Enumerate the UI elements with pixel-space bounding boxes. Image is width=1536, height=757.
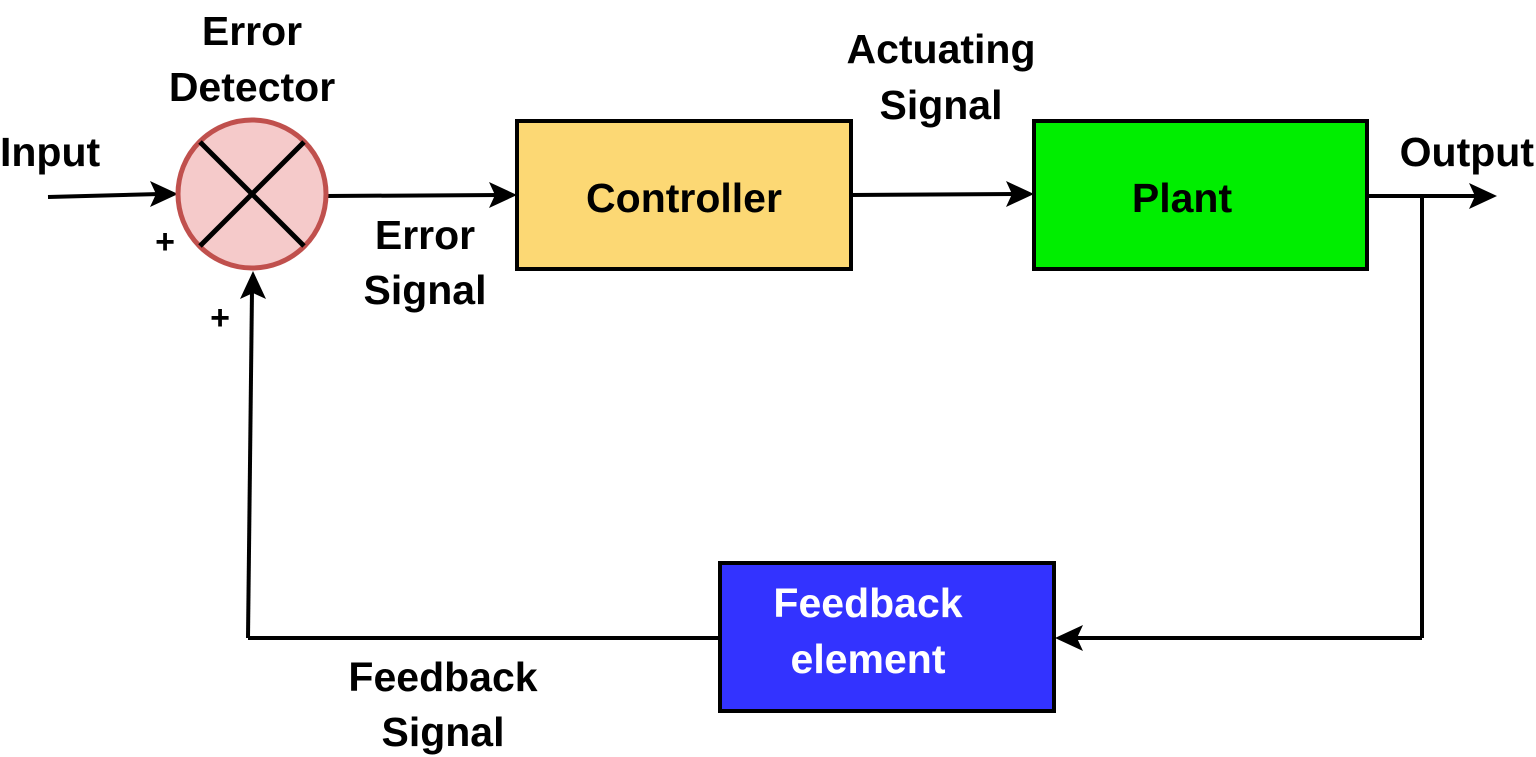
actuating-signal-label-line2: Signal	[879, 82, 1002, 128]
input-arrowhead	[150, 181, 178, 207]
feedback-return-line	[246, 289, 254, 639]
error-signal-arrowhead	[489, 182, 517, 208]
input-line	[47, 192, 161, 199]
error-detector-label-line1: Error	[202, 8, 302, 54]
error-signal-label-line1: Error	[375, 212, 475, 258]
error-signal-label-line2: Signal	[363, 267, 486, 313]
plant-label: Plant	[1132, 175, 1233, 221]
summing-cross-line-2	[198, 140, 306, 248]
plant-block[interactable]	[1032, 119, 1369, 271]
output-label: Output	[1400, 129, 1535, 175]
error-detector-label-line2: Detector	[169, 64, 335, 110]
actuating-signal-label-line1: Actuating	[846, 26, 1035, 72]
error-signal-line	[326, 193, 501, 198]
plus-sign-input: +	[155, 223, 175, 261]
feedback-input-arrowhead	[1055, 625, 1083, 651]
actuating-signal-line	[850, 192, 1017, 197]
feedback-element-block[interactable]	[718, 561, 1056, 713]
feedback-element-label-line1: Feedback	[773, 580, 962, 626]
feedback-signal-label-line2: Signal	[381, 709, 504, 755]
output-arrowhead	[1469, 183, 1497, 209]
actuating-signal-arrowhead	[1006, 181, 1034, 207]
feedback-return-arrowhead	[240, 271, 266, 299]
input-label: Input	[0, 129, 101, 175]
feedback-signal-label-line1: Feedback	[348, 654, 537, 700]
controller-block[interactable]	[515, 119, 853, 271]
plus-sign-feedback: +	[210, 299, 230, 337]
error-detector-junction	[175, 117, 329, 271]
feedback-element-label-line2: element	[791, 636, 946, 682]
controller-label: Controller	[586, 175, 782, 221]
